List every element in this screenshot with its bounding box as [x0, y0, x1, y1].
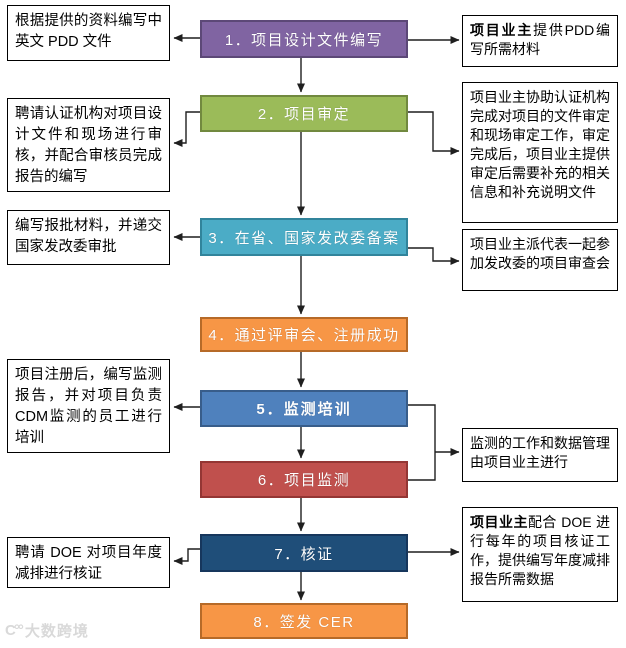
left-note-pdd-writing: 根据提供的资料编写中英文 PDD 文件 — [7, 5, 170, 61]
flow-step-3-ndrc-filing: 3．在省、国家发改委备案 — [200, 218, 408, 256]
flow-step-1-project-design-document: 1．项目设计文件编写 — [200, 20, 408, 58]
flow-step-4-registration-success: 4．通过评审会、注册成功 — [200, 317, 408, 352]
right-note2-text: 项目业主协助认证机构完成对项目的文件审定和现场审定工作，审定完成后，项目业主提供… — [470, 89, 610, 200]
arrow-step7-to-left-note7 — [173, 548, 200, 565]
right-note3-text: 项目业主派代表一起参加发改委的项目审查会 — [470, 236, 610, 271]
watermark-text: 大数跨境 — [24, 623, 89, 640]
arrow-step2-to-left-note2 — [173, 111, 200, 147]
flow-step-2-project-validation: 2．项目审定 — [200, 95, 408, 132]
right-note1-text: 提供PDD编写所需材料 — [470, 22, 610, 57]
flow-step-7-verification: 7．核证 — [200, 534, 408, 572]
right-note7-text: 配合 DOE 进行每年的项目核证工作，提供编写年度减排报告所需数据 — [470, 514, 610, 587]
connector-step6-to-right-note6 — [408, 452, 436, 481]
left-note-monitoring-report-training: 项目注册后，编写监测报告，并对项目负责CDM监测的员工进行培训 — [7, 359, 170, 453]
right-note-owner-manages-monitoring-data: 监测的工作和数据管理由项目业主进行 — [462, 428, 618, 482]
right-note-owner-provides-pdd-materials: 项目业主提供PDD编写所需材料 — [462, 15, 618, 67]
arrow-step2-to-right-note2 — [408, 111, 460, 155]
flow-step-5-monitoring-training: 5．监测培训 — [200, 390, 408, 427]
arrow-step3-to-right-note3 — [408, 247, 460, 265]
connector-step5-to-right-note6 — [408, 404, 436, 452]
left-note-hire-certifier: 聘请认证机构对项目设计文件和现场进行审核，并配合审核员完成报告的编写 — [7, 98, 170, 192]
watermark: C°° 大数跨境 — [5, 620, 89, 641]
flow-step-6-project-monitoring: 6．项目监测 — [200, 461, 408, 498]
flow-step-8-cer-issuance: 8．签发 CER — [200, 603, 408, 639]
right-note6-text: 监测的工作和数据管理由项目业主进行 — [470, 435, 610, 470]
right-note-owner-attends-review: 项目业主派代表一起参加发改委的项目审查会 — [462, 229, 618, 291]
left-note-approval-materials: 编写报批材料，并递交国家发改委审批 — [7, 210, 170, 265]
right-note7-bold-owner: 项目业主 — [470, 514, 528, 530]
watermark-logo-icon: C°° — [5, 622, 24, 639]
right-note1-bold-owner: 项目业主 — [470, 22, 534, 38]
left-note-hire-doe: 聘请 DOE 对项目年度减排进行核证 — [7, 537, 170, 588]
right-note-owner-cooperates-doe: 项目业主配合 DOE 进行每年的项目核证工作，提供编写年度减排报告所需数据 — [462, 507, 618, 602]
right-note-owner-assists-validation: 项目业主协助认证机构完成对项目的文件审定和现场审定工作，审定完成后，项目业主提供… — [462, 82, 618, 223]
